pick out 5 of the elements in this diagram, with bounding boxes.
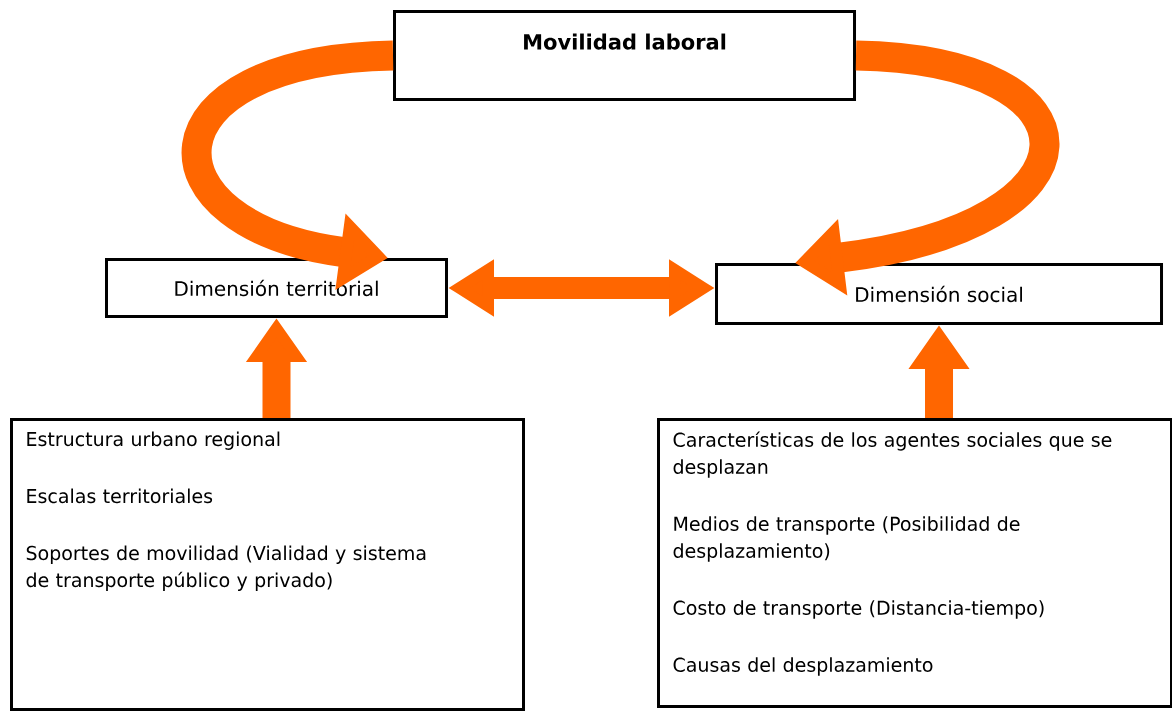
dimension-box: Dimensión social [715, 263, 1163, 325]
dimension-box: Dimensión territorial [105, 258, 448, 318]
title-box: Movilidad laboral [393, 10, 856, 101]
factor-list-box: Características de los agentes sociales que se desplazan Medios de transporte (Posibilidad de desplazamiento) Costo de transporte (Distancia-tiempo) Causas del desplazamiento [657, 418, 1172, 708]
factor-list-box: Estructura urbano regional Escalas territoriales Soportes de movilidad (Vialidad y sistema de transporte público y privado) [10, 418, 525, 711]
